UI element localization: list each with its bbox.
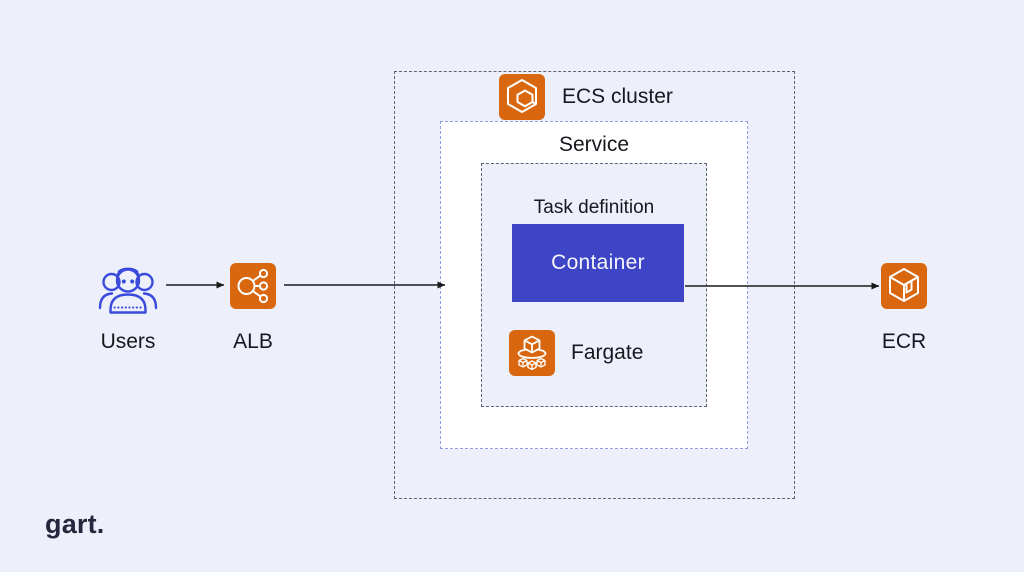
load-balancer-icon xyxy=(230,263,276,309)
ecs-cluster-label: ECS cluster xyxy=(562,85,673,108)
task-definition-label: Task definition xyxy=(533,197,655,218)
users-group-icon xyxy=(97,257,159,316)
service-label: Service xyxy=(558,133,630,156)
ecs-cluster-icon xyxy=(499,74,545,120)
gart-logo: gart. xyxy=(45,509,105,539)
container-box: Container xyxy=(512,224,684,302)
fargate-icon xyxy=(509,330,555,376)
users-label: Users xyxy=(100,330,156,353)
fargate-label: Fargate xyxy=(571,341,644,364)
ecr-registry-icon xyxy=(881,263,927,309)
ecr-label: ECR xyxy=(881,330,927,353)
ecs-cluster-header: ECS cluster xyxy=(499,74,673,120)
container-label: Container xyxy=(551,251,645,274)
fargate-node: Fargate xyxy=(509,330,643,376)
alb-label: ALB xyxy=(233,330,273,353)
